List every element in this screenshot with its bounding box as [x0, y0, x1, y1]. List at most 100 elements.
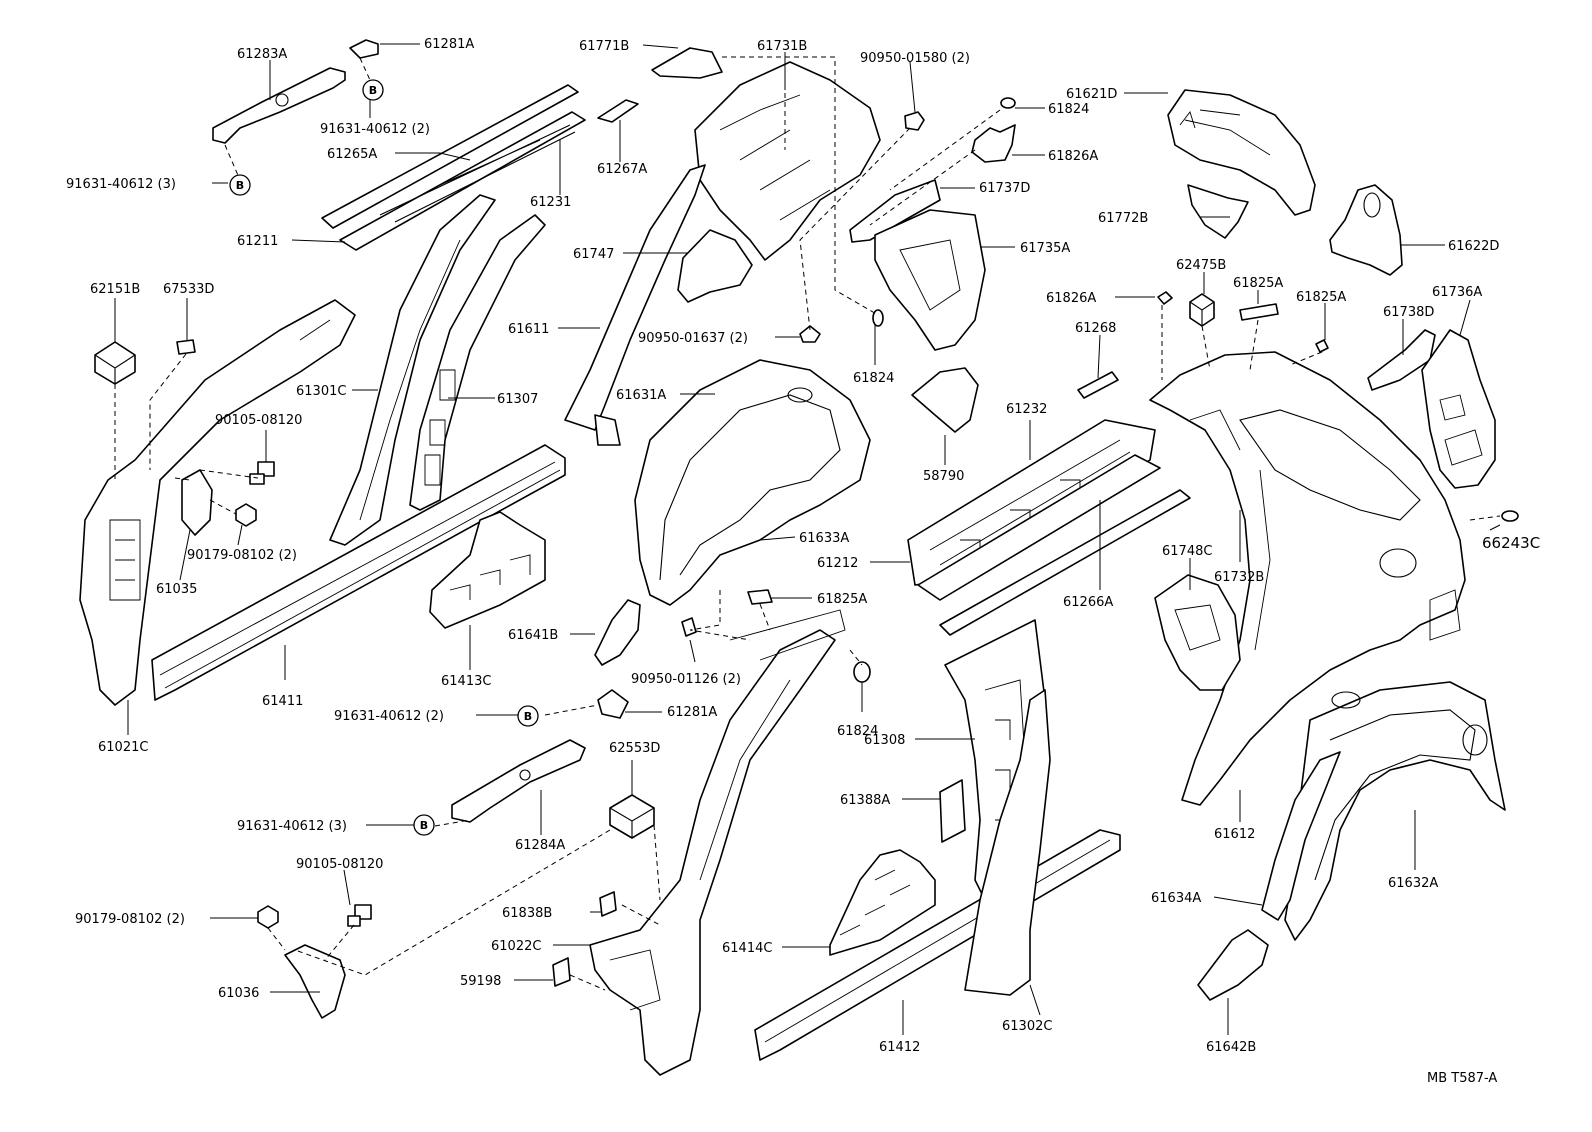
- callout-B-low: B: [413, 814, 435, 836]
- label-61825A-mid: 61825A: [817, 592, 867, 607]
- part-61022C: [589, 629, 836, 1076]
- part-61265A: [321, 84, 579, 229]
- part-61021C-detail: [109, 319, 331, 601]
- label-61211: 61211: [237, 234, 278, 249]
- part-61631A: [634, 359, 871, 606]
- label-90179-08102-a: 90179-08102 (2): [187, 548, 297, 563]
- part-61824-b: [872, 309, 884, 327]
- label-90179-08102-b: 90179-08102 (2): [75, 912, 185, 927]
- part-61824-a: [1000, 97, 1016, 109]
- label-61771B: 61771B: [579, 39, 629, 54]
- label-59198: 59198: [460, 974, 501, 989]
- part-61772B: [1187, 184, 1249, 239]
- part-61737D: [849, 179, 941, 243]
- label-61824-b: 61824: [853, 371, 894, 386]
- part-61826A-a: [971, 124, 1016, 163]
- part-61284A: [451, 739, 586, 823]
- part-59198: [552, 957, 571, 987]
- part-62475B: [1189, 293, 1215, 327]
- label-62475B: 62475B: [1176, 258, 1226, 273]
- label-90950-01580: 90950-01580 (2): [860, 51, 970, 66]
- part-90105-08120-a: [249, 461, 275, 485]
- part-61642B: [1197, 929, 1269, 1001]
- label-90105-08120-b: 90105-08120: [296, 857, 383, 872]
- part-61414C: [829, 849, 936, 956]
- label-91631-40612-3-low: 91631-40612 (3): [237, 819, 347, 834]
- part-61736A: [1421, 329, 1496, 489]
- part-61612-fuel: [1379, 548, 1417, 578]
- label-61281A-mid: 61281A: [667, 705, 717, 720]
- label-61036: 61036: [218, 986, 259, 1001]
- label-61737D: 61737D: [979, 181, 1030, 196]
- part-61283A-hole: [275, 93, 289, 107]
- label-61826A-b: 61826A: [1046, 291, 1096, 306]
- part-61414C-detail: [839, 869, 911, 936]
- part-61267A: [597, 99, 639, 123]
- label-61212: 61212: [817, 556, 858, 571]
- svg-text:B: B: [236, 179, 244, 192]
- label-61632A: 61632A: [1388, 876, 1438, 891]
- part-61413C-detail: [449, 554, 531, 600]
- part-90950-01126: [681, 617, 697, 637]
- part-61825A-r2: [1315, 339, 1329, 353]
- part-61622D: [1329, 184, 1403, 276]
- label-61641B: 61641B: [508, 628, 558, 643]
- label-61838B: 61838B: [502, 906, 552, 921]
- part-61411: [151, 444, 566, 701]
- label-90105-08120-a: 90105-08120: [215, 413, 302, 428]
- label-61302C: 61302C: [1002, 1019, 1052, 1034]
- part-61281A-mid: [597, 689, 629, 719]
- part-61825A-mid: [747, 589, 773, 605]
- part-61268: [1077, 371, 1119, 399]
- label-61231: 61231: [530, 195, 571, 210]
- part-61231: [379, 124, 576, 223]
- part-61281A-top: [349, 39, 379, 59]
- part-61022C-detail: [609, 609, 846, 1011]
- part-61747: [677, 229, 753, 303]
- label-61388A: 61388A: [840, 793, 890, 808]
- label-61412: 61412: [879, 1040, 920, 1055]
- part-61612-window: [1239, 409, 1421, 521]
- label-61825A-r1: 61825A: [1233, 276, 1283, 291]
- label-61735A: 61735A: [1020, 241, 1070, 256]
- svg-text:B: B: [524, 710, 532, 723]
- part-61641B: [594, 599, 641, 666]
- label-61825A-r2: 61825A: [1296, 290, 1346, 305]
- dashed-connectors: [114, 56, 1501, 991]
- svg-text:B: B: [369, 84, 377, 97]
- label-62151B: 62151B: [90, 282, 140, 297]
- label-62553D: 62553D: [609, 741, 660, 756]
- label-58790: 58790: [923, 469, 964, 484]
- parts-shapes: [79, 39, 1519, 1076]
- part-61632A-cap: [1331, 691, 1361, 709]
- part-61826A-b: [1157, 291, 1173, 305]
- part-61621D: [1167, 89, 1316, 216]
- part-61308-detail: [984, 679, 1026, 861]
- part-61632A: [1284, 681, 1506, 941]
- label-61738D: 61738D: [1383, 305, 1434, 320]
- label-61021C: 61021C: [98, 740, 148, 755]
- callout-B-mid: B: [517, 705, 539, 727]
- leader-lines: [114, 43, 1501, 1035]
- part-61412: [754, 829, 1121, 1061]
- part-61621D-detail: [1179, 109, 1271, 156]
- part-90179-08102-a: [235, 503, 257, 527]
- part-61612-detail: [1189, 409, 1461, 651]
- part-61748C: [1154, 574, 1241, 691]
- part-61632A-hole: [1462, 724, 1488, 756]
- part-61301C-inner: [359, 239, 461, 521]
- label-61631A: 61631A: [616, 388, 666, 403]
- label-61731B: 61731B: [757, 39, 807, 54]
- part-61631A-cap: [787, 387, 813, 403]
- label-61232: 61232: [1006, 402, 1047, 417]
- part-67533D: [176, 339, 196, 355]
- part-62151B: [94, 341, 136, 385]
- label-61022C: 61022C: [491, 939, 541, 954]
- part-61612: [1149, 351, 1466, 806]
- reference-code: MB T587-A: [1427, 1071, 1497, 1086]
- part-61825A-r1: [1239, 303, 1279, 321]
- part-90105-08120-b: [347, 904, 372, 927]
- part-90950-01637: [799, 325, 821, 343]
- part-labels: 61283A 61281A 91631-40612 (2) 61265A 916…: [66, 37, 1540, 1086]
- label-61267A: 61267A: [597, 162, 647, 177]
